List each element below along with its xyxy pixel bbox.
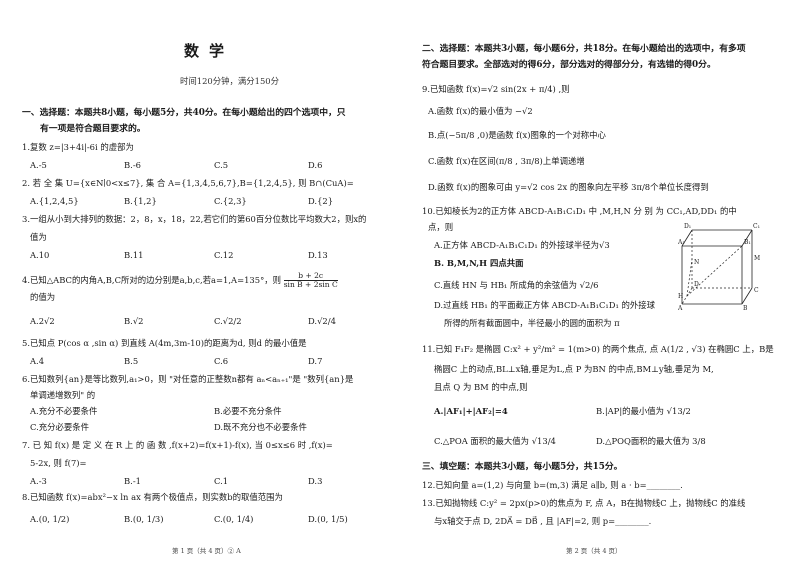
question-4-text: 4.已知△ABC的内角A,B,C所对的边分别是a,b,c,若a=1,A=135°… — [22, 275, 282, 285]
question-11: 11.已知 F₁F₂ 是椭圆 C:x² + y²/m² = 1(m>0) 的两个… — [422, 344, 774, 354]
cube-label-b: B — [743, 305, 748, 310]
question-7-cont: 5-2x, 则 f(7)= — [30, 458, 87, 468]
cube-edge — [741, 229, 753, 247]
section2-heading-cont: 符合题目要求。全部选对的得6分，部分选对的得部分分，有选错的得0分。 — [422, 60, 716, 70]
q1-option-d: D.6 — [308, 160, 323, 170]
cube-figure: D₁ C₁ A₁ B₁ D C A B H N M — [678, 223, 760, 310]
cube-label-d1: D₁ — [684, 223, 691, 230]
question-6-cont: 单调递增数列" 的 — [30, 390, 96, 400]
q4-option-c: C.√2/2 — [214, 316, 242, 326]
question-13: 13.已知抛物线 C:y² = 2px(p>0)的焦点为 F, 点 A，B在抛物… — [422, 498, 746, 508]
q8-option-c: C.(0, 1/4) — [214, 514, 254, 524]
q5-option-a: A.4 — [30, 356, 45, 366]
section1-heading-cont: 有一项是符合题目要求的。 — [40, 124, 146, 134]
q6-option-a: A.充分不必要条件 — [30, 406, 98, 416]
q2-option-a: A.{1,2,4,5} — [30, 196, 79, 206]
cube-label-a: A — [678, 305, 683, 310]
q6-option-c: C.充分必要条件 — [30, 422, 90, 432]
cube-hidden-edge — [686, 258, 693, 297]
q10-option-d-cont: 所得的所有截面圆中，半径最小的圆的面积为 π — [444, 318, 620, 328]
q7-option-c: C.1 — [214, 476, 229, 486]
q8-option-a: A.(0, 1/2) — [30, 514, 70, 524]
q10-option-d: D.过直线 HB₁ 的平面截正方体 ABCD-A₁B₁C₁D₁ 的外接球 — [434, 300, 656, 310]
cube-label-m: M — [754, 255, 760, 262]
page-title: 数学 — [184, 42, 235, 60]
section1-heading: 一、选择题：本题共8小题，每小题5分，共40分。在每小题给出的四个选项中，只 — [22, 108, 346, 118]
q3-option-a: A.10 — [30, 250, 50, 260]
section3-heading: 三、填空题：本题共3小题，每小题5分，共15分。 — [422, 462, 623, 472]
q11-option-c: C.△POA 面积的最大值为 √13/4 — [434, 436, 556, 446]
q10-option-a: A.正方体 ABCD-A₁B₁C₁D₁ 的外接球半径为√3 — [434, 240, 610, 250]
q2-option-d: D.{2} — [308, 196, 334, 206]
q4-option-a: A.2√2 — [30, 316, 55, 326]
q9-option-a: A.函数 f(x)的最小值为 −√2 — [428, 106, 533, 116]
question-13-cont: 与x轴交于点 D, 2DA⃗ = DB⃗ , 且 |AF|=2, 则 p=___… — [434, 516, 652, 526]
page-footer-right: 第 2 页（共 4 页） — [566, 547, 622, 555]
question-11-cont1: 椭圆C 上的动点,BL⊥x轴,垂足为L,点 P 为BN 的中点,BM⊥y轴,垂足… — [434, 364, 714, 374]
q1-option-c: C.5 — [214, 160, 229, 170]
page-footer-left: 第 1 页（共 4 页）② A — [172, 547, 241, 555]
q1-option-b: B.-6 — [124, 160, 141, 170]
q3-option-b: B.11 — [124, 250, 144, 260]
cube-label-h: H — [678, 293, 683, 300]
cube-label-a1: A₁ — [678, 239, 685, 246]
q5-option-d: D.7 — [308, 356, 323, 366]
q7-option-b: B.-1 — [124, 476, 141, 486]
cube-edge — [741, 287, 753, 305]
q9-option-c: C.函数 f(x)在区间(π/8 , 3π/8)上单调递增 — [428, 156, 585, 166]
question-7: 7. 已 知 f(x) 是 定 义 在 R 上 的 函 数 ,f(x+2)=f(… — [22, 440, 333, 450]
q10-option-c: C.直线 HN 与 HB₁ 所成角的余弦值为 √2/6 — [434, 280, 599, 290]
q3-option-d: D.13 — [308, 250, 328, 260]
q9-option-b: B.点(−5π/8 ,0)是函数 f(x)图象的一个对称中心 — [428, 130, 606, 140]
question-10-cont: 点，则 — [428, 222, 454, 232]
cube-hidden-edge — [686, 245, 743, 297]
question-6: 6.已知数列{an}是等比数列,a₁>0，则 "对任意的正整数n都有 aₙ<aₙ… — [22, 374, 354, 384]
q8-option-b: B.(0, 1/3) — [124, 514, 164, 524]
question-11-cont2: 且点 Q 为 BM 的中点,则 — [434, 382, 528, 392]
q8-option-d: D.(0, 1/5) — [308, 514, 348, 524]
question-1: 1.复数 z=|3+4i|-6i 的虚部为 — [22, 142, 134, 152]
q5-option-c: C.6 — [214, 356, 229, 366]
cube-label-b1: B₁ — [744, 239, 751, 246]
cube-label-d: D — [694, 281, 699, 288]
q7-option-d: D.3 — [308, 476, 323, 486]
q4-fraction-den: sin B + 2sin C — [283, 280, 338, 289]
q1-option-a: A.-5 — [30, 160, 47, 170]
exam-info: 时间120分钟，满分150分 — [180, 76, 279, 86]
q6-option-d: D.既不充分也不必要条件 — [214, 422, 307, 432]
q2-option-b: B.{1,2} — [124, 196, 157, 206]
q7-option-a: A.-3 — [30, 476, 47, 486]
q10-option-b: B. B,M,N,H 四点共面 — [434, 258, 524, 268]
q11-option-d: D.△POQ面积的最大值为 3/8 — [596, 436, 706, 446]
question-10: 10.已知棱长为2的正方体 ABCD-A₁B₁C₁D₁ 中 ,M,H,N 分 别… — [422, 206, 737, 216]
q4-option-b: B.√2 — [124, 316, 144, 326]
question-4-cont: 的值为 — [30, 292, 56, 302]
q11-option-b: B.|AP|的最小值为 √13/2 — [596, 406, 691, 416]
right-page: 二、选择题：本题共3小题，每小题6分，共18分。在每小题给出的选项中，有多项 符… — [410, 0, 795, 565]
q6-option-b: B.必要不充分条件 — [214, 406, 282, 416]
left-page: 数学 时间120分钟，满分150分 一、选择题：本题共8小题，每小题5分，共40… — [12, 0, 397, 565]
q4-fraction-num: b + 2c — [283, 272, 338, 281]
q11-option-a: A.|AF₁|+|AF₂|=4 — [434, 406, 508, 416]
q9-option-d: D.函数 f(x)的图象可由 y=√2 cos 2x 的图象向左平移 3π/8个… — [428, 182, 709, 192]
q2-option-c: C.{2,3} — [214, 196, 247, 206]
q4-option-d: D.√2/4 — [308, 316, 336, 326]
question-9: 9.已知函数 f(x)=√2 sin(2x + π/4) ,则 — [422, 84, 570, 94]
question-3: 3.一组从小到大排列的数据：2，8，x，18，22,若它们的第60百分位数比平均… — [22, 214, 367, 224]
question-2: 2. 若 全 集 U={x∈N∣0<x≤7}, 集 合 A={1,3,4,5,6… — [22, 178, 354, 188]
question-12: 12.已知向量 a=(1,2) 与向量 b=(m,3) 满足 a∥b, 则 a … — [422, 480, 683, 490]
question-3-cont: 值为 — [30, 232, 47, 242]
q5-option-b: B.5 — [124, 356, 139, 366]
cube-label-n: N — [694, 259, 699, 266]
section2-heading: 二、选择题：本题共3小题，每小题6分，共18分。在每小题给出的选项中，有多项 — [422, 44, 746, 54]
cube-edge — [681, 229, 693, 247]
q3-option-c: C.12 — [214, 250, 234, 260]
question-8: 8.已知函数 f(x)=abx²−x ln ax 有两个极值点，则实数b的取值范… — [22, 492, 283, 502]
cube-label-c1: C₁ — [753, 223, 760, 230]
question-4: 4.已知△ABC的内角A,B,C所对的边分别是a,b,c,若a=1,A=135°… — [22, 272, 338, 289]
cube-label-c: C — [754, 287, 759, 294]
question-5: 5.已知点 P(cos α ,sin α) 到直线 A(4m,3m-10)的距离… — [22, 338, 307, 348]
